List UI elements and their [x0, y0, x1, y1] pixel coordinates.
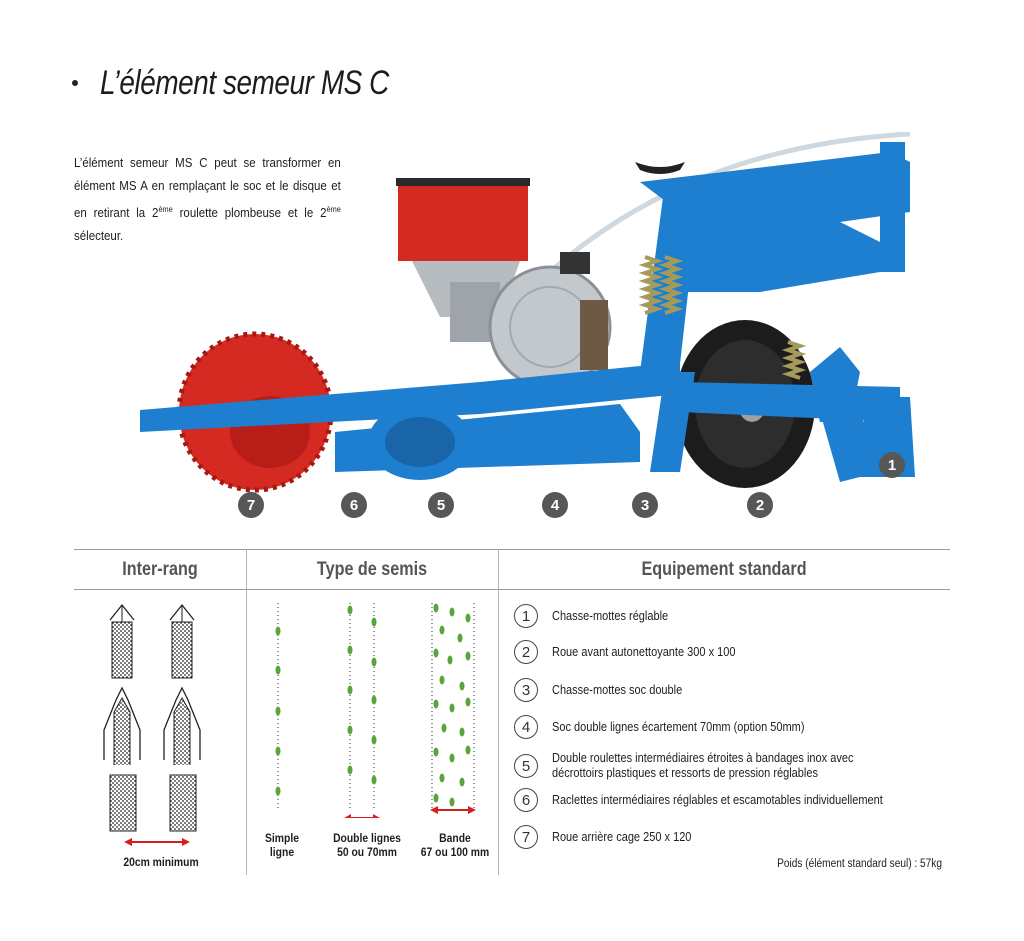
- header-equipement: Equipement standard: [641, 559, 807, 580]
- spacing-arrow: [124, 838, 190, 846]
- intro-sup-2: ème: [326, 205, 341, 214]
- row-unit-left: [103, 603, 141, 832]
- equipment-num-2: 2: [514, 640, 538, 664]
- bande-caption: Bande 67 ou 100 mm: [415, 832, 496, 860]
- bande-caption-line2: 67 ou 100 mm: [420, 847, 490, 859]
- seed-distributor: [488, 252, 612, 389]
- equipment-item-4: 4 Soc double lignes écartement 70mm (opt…: [514, 715, 932, 739]
- inter-rang-caption: 20cm minimum: [123, 857, 199, 869]
- equipment-label-1: Chasse-mottes réglable: [552, 608, 669, 623]
- intro-text-1: L’élément semeur MS C peut se transforme…: [74, 156, 341, 221]
- pressure-springs: [638, 255, 807, 380]
- table-divider-2: [498, 549, 499, 875]
- intro-text-3: sélecteur.: [74, 229, 124, 244]
- equipment-label-4: Soc double lignes écartement 70mm (optio…: [552, 719, 805, 734]
- intro-paragraph: L’élément semeur MS C peut se transforme…: [74, 152, 341, 248]
- intro-sup-1: ème: [158, 205, 173, 214]
- callout-2: 2: [747, 492, 773, 518]
- equipment-item-1: 1 Chasse-mottes réglable: [514, 604, 932, 628]
- simple-caption-line2: ligne: [269, 847, 295, 859]
- simple-ligne-caption: Simple ligne: [255, 832, 309, 860]
- equipment-item-3: 3 Chasse-mottes soc double: [514, 678, 932, 702]
- page-title: L’élément semeur MS C: [100, 63, 389, 102]
- equipment-label-2: Roue avant autonettoyante 300 x 100: [552, 644, 736, 659]
- simple-caption-line1: Simple: [265, 833, 299, 845]
- equipment-num-7: 7: [514, 825, 538, 849]
- equipment-item-7: 7 Roue arrière cage 250 x 120: [514, 825, 932, 849]
- equipment-item-5: 5 Double roulettes intermédiaires étroit…: [514, 751, 932, 781]
- seeder-illustration: [140, 132, 915, 493]
- title-row: L’élément semeur MS C: [72, 58, 452, 108]
- double-caption-line1: Double lignes: [333, 833, 401, 845]
- frame-handle: [635, 162, 685, 174]
- double-lignes-pattern: [344, 603, 380, 818]
- callout-1: 1: [879, 452, 905, 478]
- callout-6: 6: [341, 492, 367, 518]
- header-type-semis: Type de semis: [316, 559, 428, 580]
- callout-5: 5: [428, 492, 454, 518]
- header-inter-rang: Inter-rang: [122, 559, 198, 580]
- equipment-item-6: 6 Raclettes intermédiaires réglables et …: [514, 788, 932, 812]
- double-lignes-caption: Double lignes 50 ou 70mm: [327, 832, 408, 860]
- callout-3: 3: [632, 492, 658, 518]
- equipment-num-3: 3: [514, 678, 538, 702]
- row-unit-right: [163, 603, 201, 832]
- title-bullet: [72, 80, 78, 86]
- bande-caption-line1: Bande: [439, 833, 471, 845]
- weight-note: Poids (élément standard seul) : 57kg: [777, 858, 942, 870]
- inter-rang-diagram: [103, 603, 201, 846]
- semis-diagram: [275, 603, 476, 818]
- equipment-label-5: Double roulettes intermédiaires étroites…: [552, 751, 854, 780]
- equipment-num-6: 6: [514, 788, 538, 812]
- equipment-item-2: 2 Roue avant autonettoyante 300 x 100: [514, 640, 932, 664]
- equipment-label-6: Raclettes intermédiaires réglables et es…: [552, 792, 883, 807]
- intro-text-2: roulette plombeuse et le 2: [172, 206, 327, 221]
- equipment-num-5: 5: [514, 754, 538, 778]
- equipment-num-4: 4: [514, 715, 538, 739]
- callout-7: 7: [238, 492, 264, 518]
- table-divider-1: [246, 549, 247, 875]
- equipment-label-7: Roue arrière cage 250 x 120: [552, 829, 692, 844]
- callout-4: 4: [542, 492, 568, 518]
- equipment-label-3: Chasse-mottes soc double: [552, 682, 683, 697]
- table-header-rule: [74, 589, 950, 590]
- bande-pattern: [430, 603, 476, 814]
- simple-ligne-pattern: [275, 603, 281, 808]
- equipment-num-1: 1: [514, 604, 538, 628]
- double-caption-line2: 50 ou 70mm: [337, 847, 397, 859]
- table-top-rule: [74, 549, 950, 550]
- blue-frame: [140, 142, 915, 482]
